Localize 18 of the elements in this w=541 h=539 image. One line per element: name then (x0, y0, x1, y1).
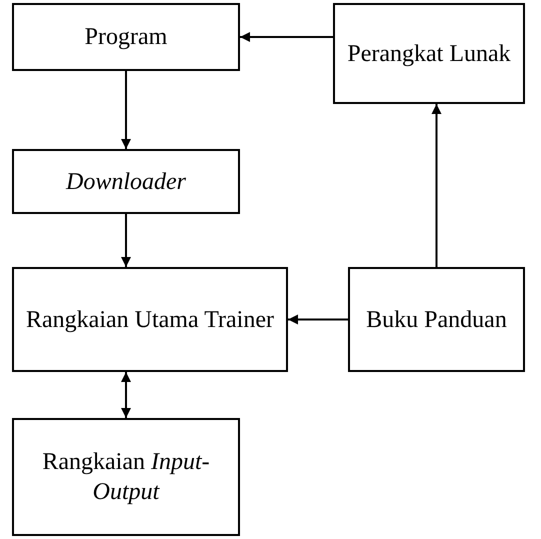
process-box (12, 267, 288, 372)
arrow (121, 372, 131, 418)
box-label: Rangkaian Input-Output (41, 448, 211, 507)
process-box (333, 3, 525, 104)
box-label: Program (84, 23, 168, 52)
box-label: Rangkaian Utama Trainer (26, 306, 274, 334)
process-box (12, 3, 240, 71)
arrow (121, 214, 131, 267)
process-box (12, 418, 240, 536)
box-label: Perangkat Lunak (347, 40, 511, 68)
box-label: Buku Panduan (366, 306, 507, 334)
arrow (288, 314, 348, 324)
process-box (12, 149, 240, 214)
arrow (121, 71, 131, 149)
box-label: Downloader (66, 168, 186, 196)
process-box (348, 267, 525, 372)
arrow (240, 32, 333, 42)
arrow (432, 104, 442, 267)
